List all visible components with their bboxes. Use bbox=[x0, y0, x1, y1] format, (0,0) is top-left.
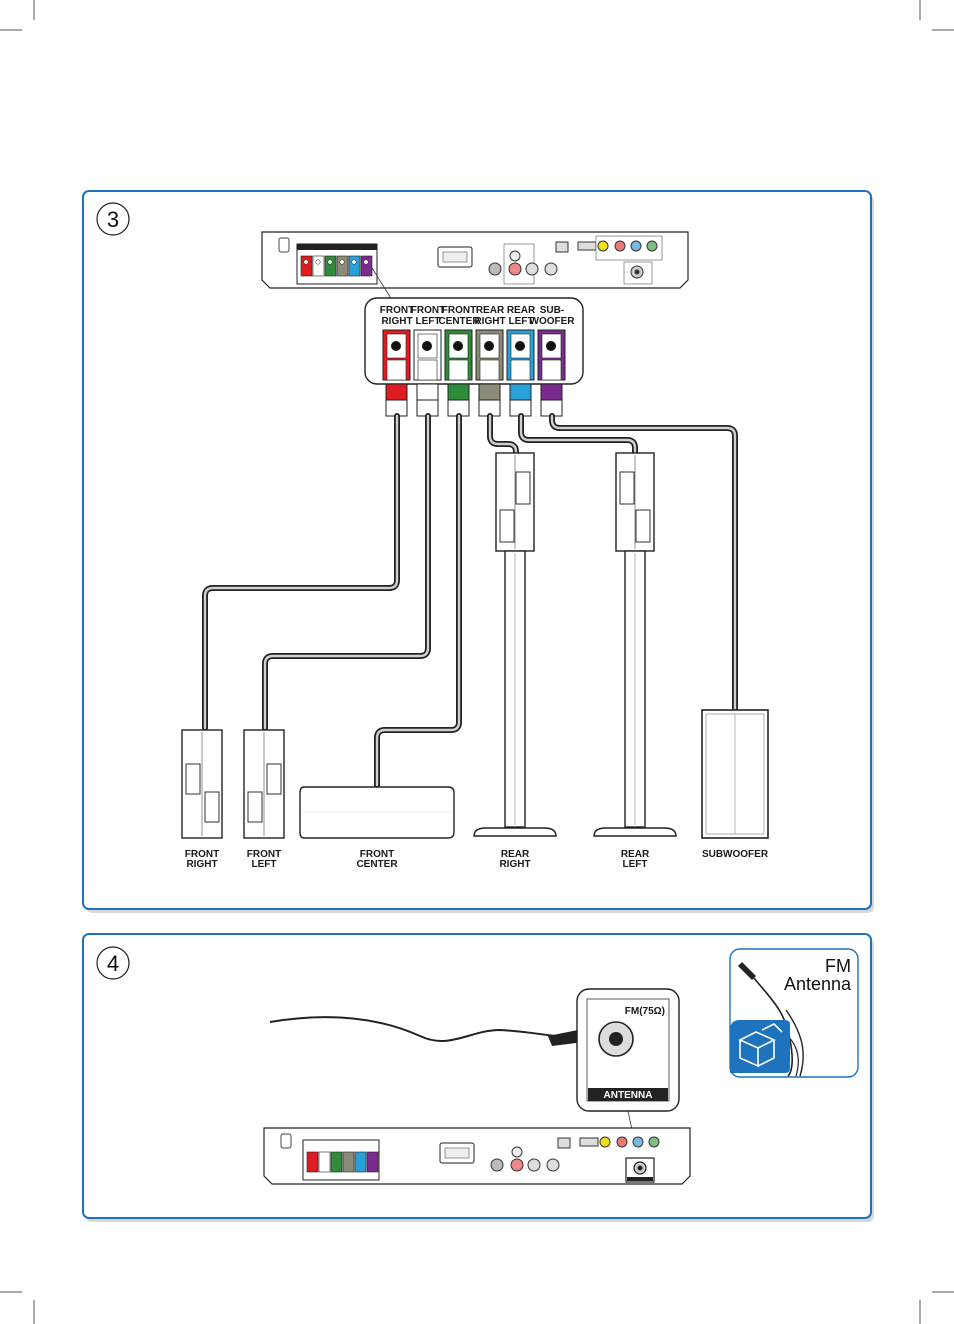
terminal-label-front-left-1: FRONT bbox=[411, 305, 445, 316]
receiver-rear-panel-2 bbox=[263, 1127, 691, 1185]
terminal-rear-left bbox=[506, 329, 535, 417]
terminal-front-left bbox=[413, 329, 442, 417]
label-front-right-1: FRONT bbox=[185, 849, 219, 860]
speaker-rear-right bbox=[473, 452, 557, 837]
speaker-terminal-zoom: FRONT RIGHT FRONT LEFT FRONT CENTER REAR… bbox=[364, 297, 584, 417]
fm-antenna-included-callout: FM Antenna bbox=[729, 948, 859, 1078]
step-3-number: 3 bbox=[107, 207, 119, 232]
speaker-front-center bbox=[299, 786, 455, 839]
speaker-labels: FRONT RIGHT FRONT LEFT FRONT CENTER REAR… bbox=[185, 849, 769, 870]
box-icon bbox=[730, 1020, 790, 1073]
fm-antenna-icon bbox=[738, 962, 804, 1077]
speaker-rear-left bbox=[593, 452, 677, 837]
terminal-label-front-left-2: LEFT bbox=[416, 316, 441, 327]
label-rear-left-1: REAR bbox=[621, 849, 650, 860]
terminal-label-rear-right-1: REAR bbox=[476, 305, 505, 316]
panel-3: 3 bbox=[82, 190, 874, 913]
label-rear-left-2: LEFT bbox=[623, 859, 648, 870]
step-3-badge bbox=[96, 202, 130, 236]
speaker-subwoofer bbox=[701, 709, 769, 839]
zoom-leader-line bbox=[371, 267, 393, 301]
terminal-label-front-center-2: CENTER bbox=[438, 316, 480, 327]
antenna-label: ANTENNA bbox=[604, 1090, 653, 1101]
terminal-label-rear-left-2: LEFT bbox=[509, 316, 534, 327]
label-front-right-2: RIGHT bbox=[186, 859, 217, 870]
speaker-front-right bbox=[181, 729, 223, 839]
terminal-subwoofer bbox=[537, 329, 566, 417]
label-rear-right-1: REAR bbox=[501, 849, 530, 860]
label-subwoofer: SUBWOOFER bbox=[702, 849, 769, 860]
terminal-label-rear-right-2: RIGHT bbox=[474, 316, 505, 327]
fm-antenna-wire bbox=[269, 1016, 586, 1042]
terminal-labels: FRONT RIGHT FRONT LEFT FRONT CENTER REAR… bbox=[380, 305, 576, 327]
terminal-label-front-center-1: FRONT bbox=[442, 305, 476, 316]
terminal-label-front-right-1: FRONT bbox=[380, 305, 414, 316]
step-4-number: 4 bbox=[107, 951, 119, 976]
receiver-speaker-terminals bbox=[300, 255, 373, 277]
panel-4: 4 FM(75Ω) ANTENNA bbox=[82, 933, 874, 1222]
speaker-front-left bbox=[243, 729, 285, 839]
fm-callout-line1: FM bbox=[825, 956, 851, 976]
speaker-cables bbox=[202, 413, 738, 788]
label-rear-right-2: RIGHT bbox=[499, 859, 530, 870]
terminal-front-right bbox=[382, 329, 411, 417]
terminal-front-center bbox=[444, 329, 473, 417]
step-4-badge bbox=[96, 946, 130, 980]
label-front-center-1: FRONT bbox=[360, 849, 394, 860]
label-front-left-1: FRONT bbox=[247, 849, 281, 860]
fm-jack-label: FM(75Ω) bbox=[625, 1006, 665, 1017]
fm-callout-line2: Antenna bbox=[784, 974, 852, 994]
terminal-label-front-right-2: RIGHT bbox=[381, 316, 412, 327]
terminal-label-rear-left-1: REAR bbox=[507, 305, 536, 316]
terminal-rear-right bbox=[475, 329, 504, 417]
terminal-label-subwoofer-2: WOOFER bbox=[530, 316, 576, 327]
antenna-jack-callout: FM(75Ω) ANTENNA bbox=[576, 988, 680, 1112]
receiver-rear-panel bbox=[261, 231, 689, 289]
terminal-label-subwoofer-1: SUB- bbox=[540, 305, 564, 316]
label-front-left-2: LEFT bbox=[252, 859, 277, 870]
label-front-center-2: CENTER bbox=[356, 859, 398, 870]
